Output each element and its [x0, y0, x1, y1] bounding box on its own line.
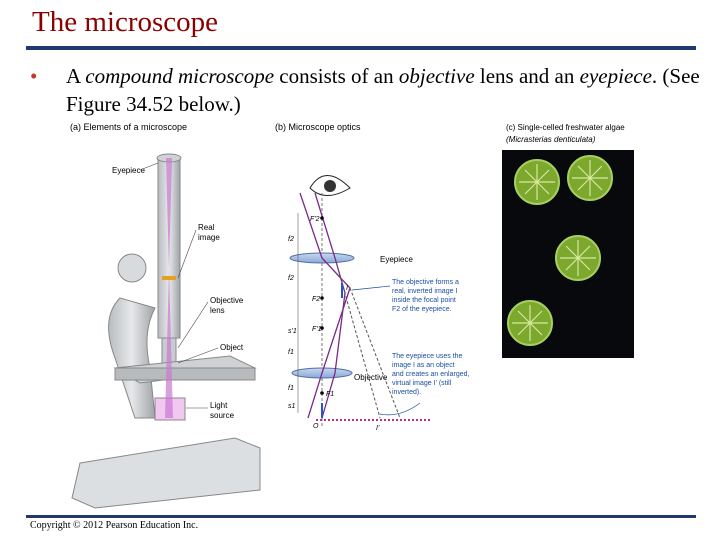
annotation-line: virtual image I' (still: [392, 380, 452, 387]
bullet-marker: •: [30, 64, 38, 88]
panel-b-label: (b) Microscope optics: [275, 122, 361, 132]
panel-a-microscope: (a) Elements of a microscope Eyepiece Re…: [70, 122, 261, 509]
focus-knob: [117, 253, 147, 283]
label-f1-prime: F'1: [312, 326, 322, 333]
label-f2-prime: F'2: [310, 216, 320, 223]
lens-label-objective: Objective: [354, 373, 388, 382]
alga-cell-4: [507, 300, 553, 346]
alga-cell-2: [567, 155, 613, 201]
dist-f2-lower: f2: [288, 275, 294, 282]
microscope-base: [71, 437, 261, 509]
annotation-line: image I as an object: [392, 362, 455, 369]
annotation-objective-arrow: [351, 285, 391, 291]
leader-objective: [177, 301, 209, 349]
point-f2: [320, 296, 324, 300]
label-f1: F1: [326, 391, 334, 398]
panel-c-label-line1: (c) Single-celled freshwater algae: [506, 123, 625, 132]
bullet-text: A compound microscope consists of an obj…: [66, 62, 706, 118]
copyright-text: Copyright © 2012 Pearson Education Inc.: [30, 520, 199, 531]
title-divider: [26, 46, 696, 50]
lens-label-eyepiece: Eyepiece: [380, 255, 413, 264]
bullet-segment: A: [66, 64, 86, 88]
label-object: Object: [220, 343, 244, 352]
point-f1: [320, 391, 324, 395]
panel-c-label-line2: (Micrasterias denticulata): [506, 135, 596, 144]
light-beam: [165, 158, 173, 418]
point-f1-prime: [320, 326, 324, 330]
annotation-line: inside the focal point: [392, 297, 456, 304]
leader-object: [177, 347, 219, 364]
dist-f2-upper: f2: [288, 236, 294, 243]
figure-34-52: (a) Elements of a microscope Eyepiece Re…: [60, 118, 640, 518]
annotation-line: The eyepiece uses the: [392, 353, 463, 360]
annotation-eyepiece-arrow: [379, 402, 421, 416]
footer-divider: [26, 515, 696, 518]
stage-front: [114, 367, 256, 381]
annotation-line: real, inverted image I: [392, 288, 457, 295]
annotation-objective: The objective forms a real, inverted imag…: [392, 279, 459, 313]
leader-eyepiece: [139, 162, 159, 171]
point-f2-prime: [320, 216, 324, 220]
label-eyepiece: Eyepiece: [112, 166, 145, 175]
bullet-segment: eyepiece: [579, 64, 652, 88]
bullet-segment: lens and an: [474, 64, 580, 88]
panel-c-algae: (c) Single-celled freshwater algae (Micr…: [502, 123, 634, 358]
dist-f1-upper: f1: [288, 349, 294, 356]
annotation-line: F2 of the eyepiece.: [392, 306, 452, 313]
panel-a-label: (a) Elements of a microscope: [70, 122, 187, 132]
label-i-prime: I': [376, 425, 380, 432]
bullet-segment: compound microscope: [85, 64, 275, 88]
alga-cell-1: [514, 159, 560, 205]
annotation-line: inverted).: [392, 389, 421, 396]
virtual-ray-1: [349, 287, 401, 419]
label-i: I: [346, 285, 348, 292]
leader-real-image: [177, 229, 197, 279]
bullet-segment: consists of an: [274, 64, 399, 88]
dist-s1: s1: [288, 403, 296, 410]
annotation-line: and creates an enlarged,: [392, 371, 469, 378]
annotation-eyepiece: The eyepiece uses the image I as an objec…: [392, 353, 469, 396]
bullet-segment: objective: [398, 64, 475, 88]
dist-s1-prime: s'1: [288, 328, 297, 335]
figure-svg: (a) Elements of a microscope Eyepiece Re…: [70, 122, 634, 509]
label-f2: F2: [312, 296, 320, 303]
alga-cell-3: [555, 235, 601, 281]
annotation-line: The objective forms a: [392, 279, 459, 286]
dist-f1-lower: f1: [288, 385, 294, 392]
eye-pupil-icon: [324, 180, 336, 192]
bullet-segment: . (See Figure 34.52 below.): [66, 64, 700, 116]
microscope-arm: [108, 297, 156, 419]
label-o: O: [313, 423, 319, 430]
panel-b-optics: (b) Microscope optics Eyepiece Objective…: [275, 122, 469, 432]
slide-title: The microscope: [32, 6, 219, 38]
ray-2: [314, 192, 346, 419]
